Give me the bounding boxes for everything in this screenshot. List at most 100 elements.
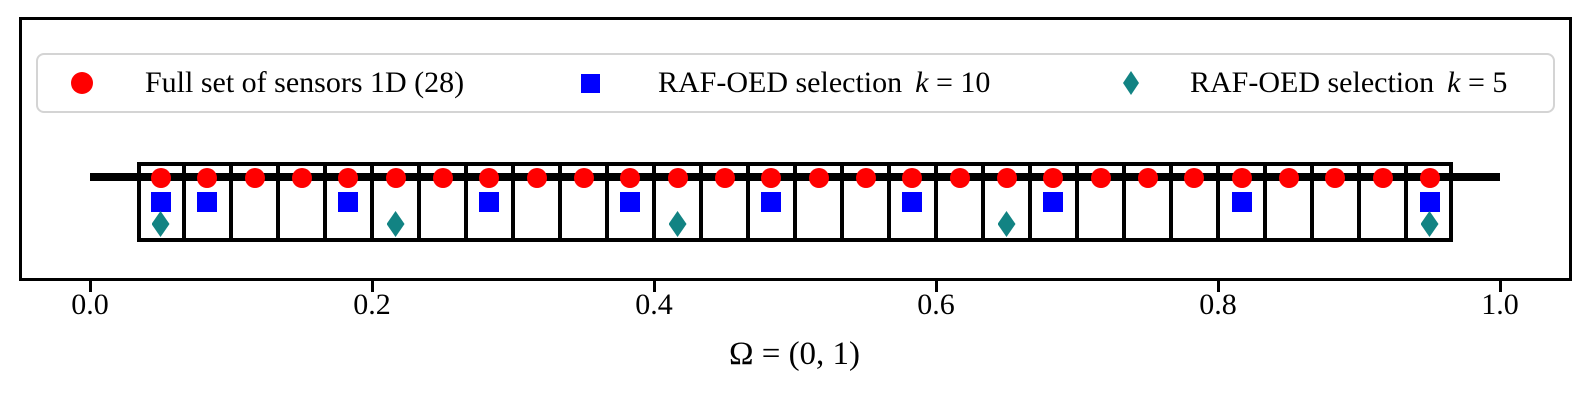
k10-selected-square	[761, 192, 782, 212]
k10-selected-square	[1231, 192, 1252, 212]
legend-label-text: Full set of sensors 1D (28)	[145, 66, 465, 99]
k10-selected-square	[1419, 192, 1440, 212]
legend-label-kvar: k	[1447, 66, 1461, 99]
k5-selected-diamond	[386, 211, 405, 237]
cell-divider	[322, 162, 327, 242]
sensor-dot	[1231, 168, 1252, 188]
legend-item-k5: RAF-OED selection k = 5	[1123, 55, 1507, 111]
x-tick-label: 1.0	[1481, 288, 1519, 321]
k5-selected-diamond	[1420, 211, 1439, 237]
sensor-dot	[1043, 168, 1064, 188]
legend-label-k5: RAF-OED selection k = 5	[1190, 66, 1507, 100]
circle-marker-icon	[71, 72, 93, 94]
cell-divider	[651, 162, 656, 242]
sensor-dot	[197, 168, 218, 188]
sensor-dot	[949, 168, 970, 188]
x-tick	[89, 281, 92, 292]
legend-label-kvar: k	[915, 66, 929, 99]
cell-divider	[228, 162, 233, 242]
legend-item-k10: RAF-OED selection k = 10	[581, 55, 990, 111]
sensor-dot	[150, 168, 171, 188]
x-tick-label: 0.8	[1199, 288, 1237, 321]
k10-selected-square	[902, 192, 923, 212]
legend-label-kval: = 10	[928, 66, 991, 99]
x-tick-label: 0.2	[353, 288, 391, 321]
x-tick	[371, 281, 374, 292]
sensor-dot	[291, 168, 312, 188]
k10-selected-square	[338, 192, 359, 212]
sensor-dot	[667, 168, 688, 188]
cell-divider	[510, 162, 515, 242]
cell-divider	[1028, 162, 1033, 242]
cell-divider	[698, 162, 703, 242]
cell-divider	[463, 162, 468, 242]
sensor-dot	[1278, 168, 1299, 188]
k5-selected-diamond	[997, 211, 1016, 237]
cell-divider	[840, 162, 844, 242]
legend-label-kval: = 5	[1460, 66, 1508, 99]
sensor-dot	[573, 168, 594, 188]
cell-divider	[745, 162, 750, 242]
sensor-dot	[808, 168, 829, 188]
legend: Full set of sensors 1D (28) RAF-OED sele…	[36, 53, 1555, 113]
sensor-dot	[1372, 168, 1393, 188]
cell-divider	[1310, 162, 1315, 242]
k10-selected-square	[150, 192, 171, 212]
sensor-dot	[385, 168, 406, 188]
cell-divider	[934, 162, 938, 242]
legend-label-k10: RAF-OED selection k = 10	[658, 66, 990, 100]
sensor-dot	[1137, 168, 1158, 188]
sensor-dot	[996, 168, 1017, 188]
cell-divider	[275, 162, 280, 242]
k10-selected-square	[620, 192, 641, 212]
sensor-dot	[1184, 168, 1205, 188]
k10-selected-square	[197, 192, 218, 212]
cell-divider	[981, 162, 985, 242]
x-tick	[653, 281, 656, 292]
k10-selected-square	[479, 192, 500, 212]
x-tick-label: 0.6	[917, 288, 955, 321]
k10-selected-square	[1043, 192, 1064, 212]
cell-divider	[1075, 162, 1080, 242]
sensor-dot	[338, 168, 359, 188]
cell-divider	[1216, 162, 1221, 242]
legend-label-text: RAF-OED selection	[1190, 66, 1435, 99]
x-axis-label: Ω = (0, 1)	[728, 336, 861, 372]
legend-item-full-set: Full set of sensors 1D (28)	[71, 55, 477, 111]
diamond-marker-icon	[1123, 71, 1139, 95]
cell-divider	[793, 162, 797, 242]
sensor-dot	[620, 168, 641, 188]
x-tick-label: 0.4	[635, 288, 673, 321]
cell-divider	[887, 162, 891, 242]
cell-divider	[1357, 162, 1362, 242]
sensor-dot	[526, 168, 547, 188]
k5-selected-diamond	[668, 211, 687, 237]
k5-selected-diamond	[151, 211, 170, 237]
sensor-dot	[479, 168, 500, 188]
cell-divider	[369, 162, 374, 242]
legend-label-full-set: Full set of sensors 1D (28)	[145, 66, 477, 100]
sensor-dot	[1419, 168, 1440, 188]
cell-divider	[1122, 162, 1127, 242]
sensor-dot	[1325, 168, 1346, 188]
cell-divider	[181, 162, 186, 242]
cell-divider	[1263, 162, 1268, 242]
sensor-dot	[432, 168, 453, 188]
cell-divider	[604, 162, 609, 242]
legend-label-text: RAF-OED selection	[658, 66, 903, 99]
sensor-dot	[902, 168, 923, 188]
x-tick-label: 0.0	[71, 288, 109, 321]
x-tick	[1217, 281, 1220, 292]
sensor-dot	[1090, 168, 1111, 188]
cell-divider	[1404, 162, 1409, 242]
sensor-dot	[244, 168, 265, 188]
cell-divider	[416, 162, 421, 242]
sensor-dot	[714, 168, 735, 188]
cell-divider	[557, 162, 562, 242]
x-tick	[935, 281, 938, 292]
sensor-dot	[761, 168, 782, 188]
sensor-dot	[855, 168, 876, 188]
square-marker-icon	[581, 73, 600, 93]
domain-line	[90, 173, 1500, 181]
